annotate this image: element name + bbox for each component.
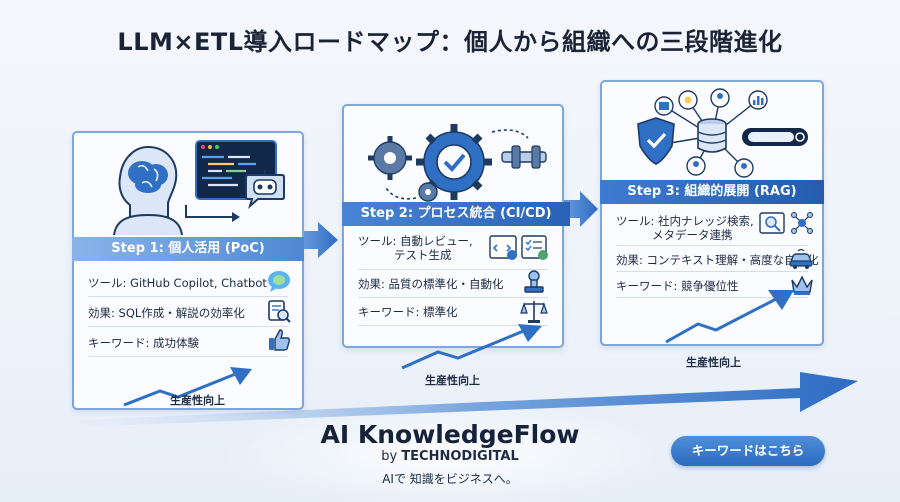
robot-icon (245, 170, 285, 209)
step2-separator (358, 297, 548, 298)
step3-keyword: キーワード: 競争優位性 (616, 279, 739, 293)
brain-head-icon (113, 145, 183, 235)
connector-arrow-1 (300, 222, 338, 258)
page-title: LLM×ETL導入ロードマップ：個人から組織への三段階進化 (117, 28, 783, 56)
scales-icon (520, 301, 548, 323)
step1-header: Step 1: 個人活用 (PoC) (72, 237, 304, 261)
step1-effect: 効果: SQL作成・解説の効率化 (88, 306, 245, 320)
step3-tool: ツール: 社内ナレッジ検索, メタデータ連携 (616, 214, 776, 242)
brand-tagline: AIで 知識をビジネスへ。 (382, 472, 518, 486)
keyword-button[interactable]: キーワードはこちら (671, 436, 825, 466)
gears-icon (368, 124, 547, 202)
step3-effect: 効果: コンテキスト理解・高度な自律化 (616, 253, 819, 267)
search-doc-icon (268, 300, 291, 323)
growth-arrow-icon (401, 324, 542, 370)
network-icon (637, 88, 808, 178)
link-arrow-icon (185, 205, 240, 222)
brand-company: TECHNODIGITAL (401, 449, 519, 464)
step1-separator (88, 326, 288, 327)
step2-separator (358, 325, 548, 326)
brand-glow (220, 400, 680, 502)
brand-byline: by TECHNODIGITAL (300, 449, 600, 464)
check-icon (443, 153, 466, 172)
stamp-icon (524, 270, 544, 293)
brand-by-text: by (381, 449, 398, 464)
step1-growth-label: 生産性向上 (170, 394, 225, 407)
step2-panel: Step 2: プロセス統合 (CI/CD) ツール: 自動レビュー, テスト生… (342, 104, 570, 348)
step1-separator (88, 296, 288, 297)
big-growth-arrow (80, 372, 858, 427)
step3-tool-line1: ツール: 社内ナレッジ検索, (616, 214, 754, 228)
step3-tool-line2: メタデータ連携 (652, 228, 733, 242)
step2-tool-line1: ツール: 自動レビュー, (358, 234, 473, 248)
code-review-icon (489, 235, 548, 260)
step2-header: Step 2: プロセス統合 (CI/CD) (342, 202, 570, 226)
brand-name: AI KnowledgeFlow (320, 420, 580, 449)
chat-bubble-icon (268, 271, 290, 292)
database-icon (697, 118, 727, 153)
thumbs-up-icon (269, 329, 291, 351)
pipeline-icon (501, 145, 547, 169)
step3-header: Step 3: 組織的展開 (RAG) (600, 180, 824, 204)
step2-tool: ツール: 自動レビュー, テスト生成 (358, 234, 498, 262)
step3-separator (616, 245, 808, 246)
step1-tool: ツール: GitHub Copilot, Chatbot (88, 276, 267, 290)
step1-keyword: キーワード: 成功体験 (88, 336, 200, 350)
step2-separator (358, 269, 548, 270)
step2-keyword: キーワード: 標準化 (358, 305, 458, 319)
shield-icon (637, 117, 675, 165)
search-bar-icon (742, 128, 808, 146)
step1-panel: Step 1: 個人活用 (PoC) ツール: GitHub Copilot, … (72, 131, 304, 410)
knowledge-search-icon (759, 212, 813, 234)
step3-separator (616, 271, 808, 272)
step3-growth-label: 生産性向上 (686, 356, 741, 369)
step2-tool-line2: テスト生成 (394, 248, 452, 262)
step2-growth-label: 生産性向上 (425, 374, 480, 387)
growth-arrow-icon (665, 290, 794, 344)
step3-separator (616, 297, 808, 298)
growth-arrow-icon (123, 367, 252, 407)
step2-effect: 効果: 品質の標準化・自動化 (358, 277, 504, 291)
car-icon (789, 248, 813, 269)
crown-icon (791, 275, 813, 295)
step1-separator (88, 356, 288, 357)
